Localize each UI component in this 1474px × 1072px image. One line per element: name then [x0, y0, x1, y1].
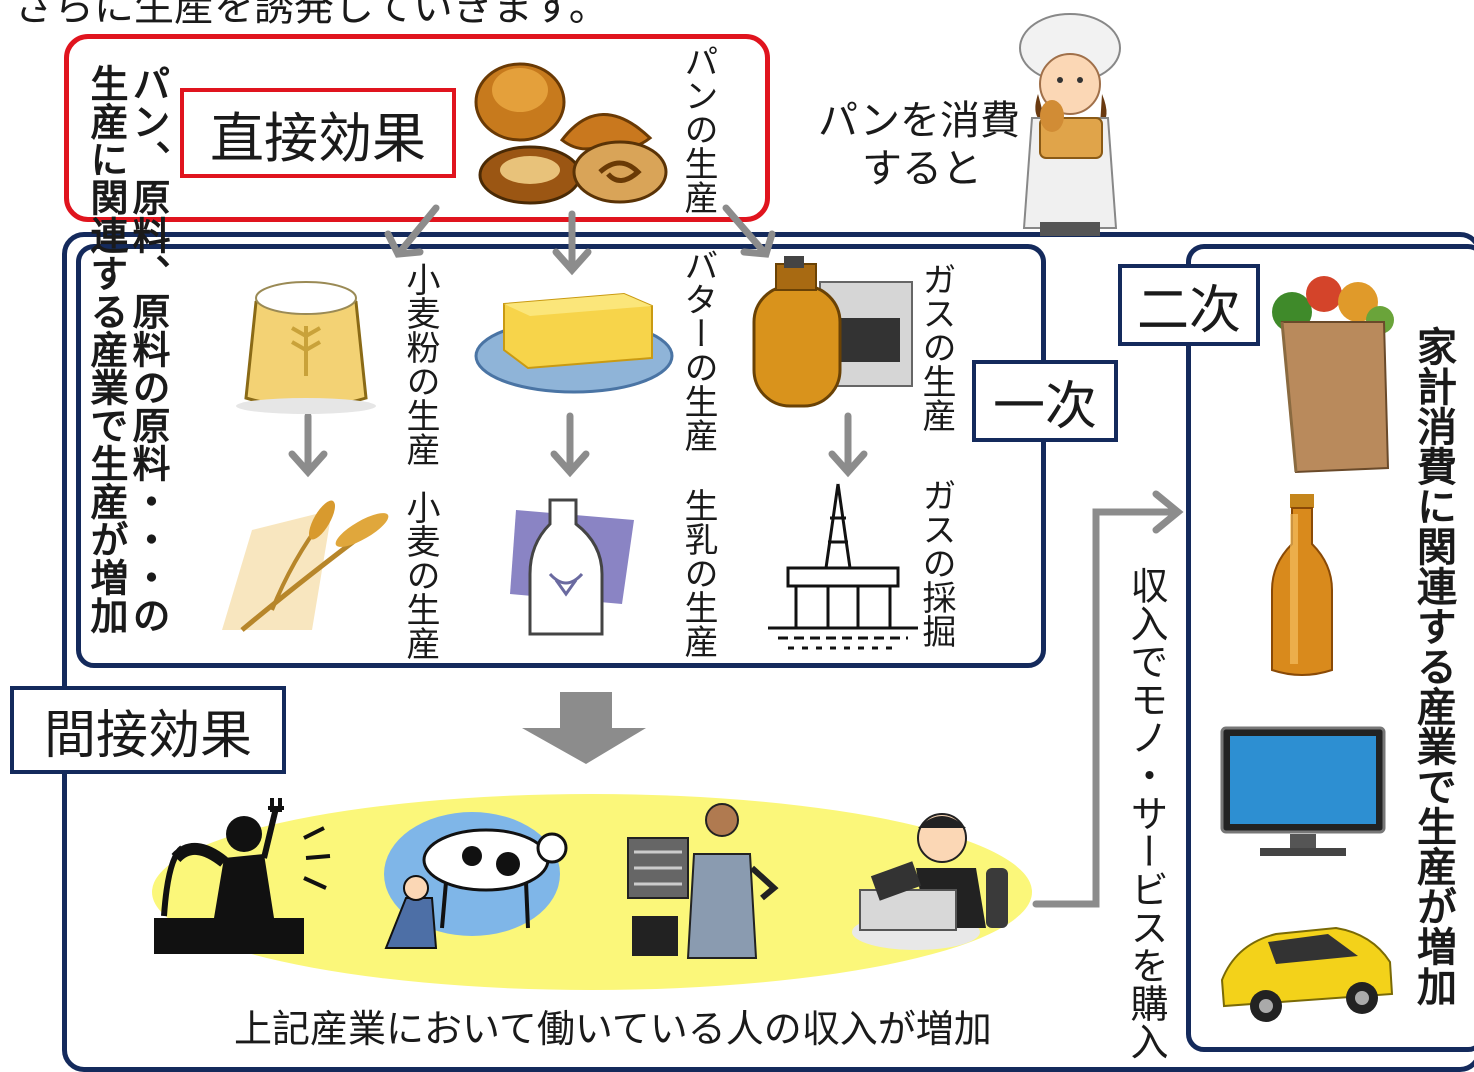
gas-label: ガスの生産 [916, 262, 956, 432]
desk-worker-icon [852, 813, 1008, 950]
milk-label: 生乳の生産 [678, 488, 718, 658]
gas-cylinder-icon [752, 256, 913, 408]
direct-effect-label: 直接効果 [180, 88, 456, 178]
car-icon [1220, 926, 1394, 1022]
secondary-effect-label: 二次 [1118, 264, 1260, 346]
wheat-label: 小麦の生産 [400, 490, 440, 660]
butter-icon [474, 292, 674, 394]
bread-consume-line-2: すると [862, 146, 982, 192]
left-vertical-text-2: 生産に関連する産業で生産が増加 [84, 64, 128, 634]
left-vertical-text-1: パン、原料、原料の原料・・・の [126, 64, 170, 634]
primary-effect-label: 一次 [972, 360, 1118, 442]
workers-ellipse [152, 794, 1032, 990]
office-worker-icon [627, 803, 779, 959]
baker-icon [1019, 13, 1121, 236]
flour-sack-icon [236, 281, 376, 414]
milk-bottle-icon [510, 498, 634, 636]
tv-icon [1220, 726, 1386, 856]
intro-sentence: さらに生産を誘発していきます。 [14, 0, 609, 30]
household-text: 家計消費に関連する産業で生産が増加 [1410, 326, 1456, 1006]
income-increase-text: 上記産業において働いている人の収入が増加 [234, 1007, 992, 1051]
gas-mining-label: ガスの採掘 [916, 478, 956, 648]
indirect-effect-label: 間接効果 [10, 686, 286, 774]
grocery-bag-icon [1272, 276, 1394, 474]
bread-icon [474, 62, 668, 205]
bread-production-label: パンの生産 [678, 44, 718, 214]
buy-goods-text: 収入でモノ・サービスを購入 [1124, 566, 1168, 1060]
farmer-icon [154, 798, 331, 954]
butter-label: バターの生産 [678, 248, 718, 452]
gas-rig-icon [768, 483, 918, 650]
dairy-worker-icon [384, 812, 568, 949]
beer-bottle-icon [1271, 494, 1333, 676]
flour-label: 小麦粉の生産 [400, 262, 440, 466]
wheat-icon [222, 500, 389, 632]
bread-consume-line-1: パンを消費 [818, 98, 1020, 144]
